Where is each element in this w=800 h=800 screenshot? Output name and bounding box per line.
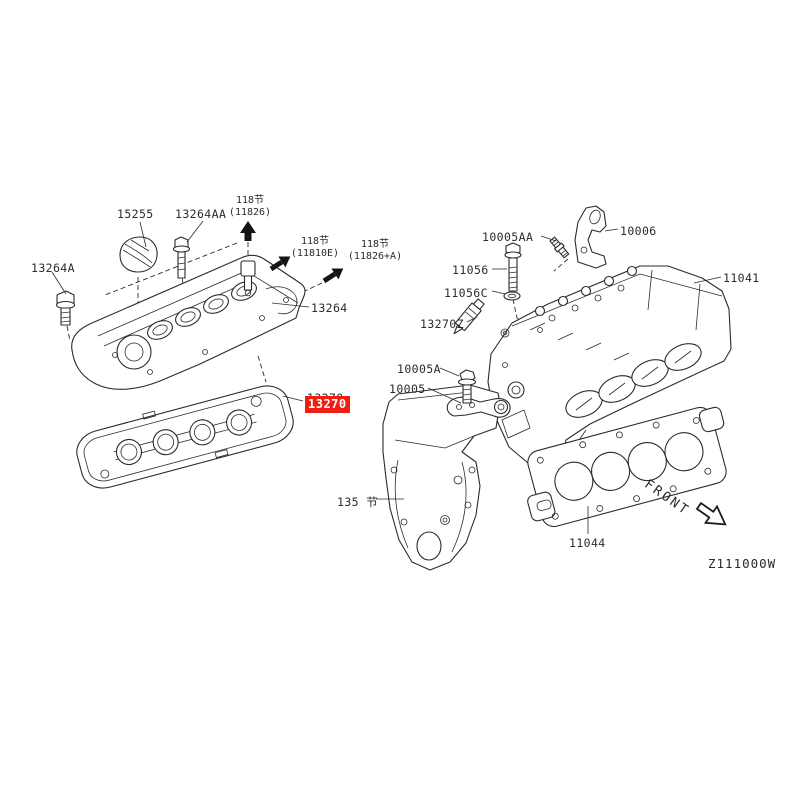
label-11056c[interactable]: 11056C	[444, 286, 488, 300]
label-sec-11826a[interactable]: 118节 (11826+A)	[340, 239, 410, 263]
label-13270z[interactable]: 13270Z	[420, 317, 464, 331]
valve-cover-drawing	[71, 254, 306, 390]
bolt-10005a-drawing	[457, 369, 477, 404]
section-arrow-ne2-icon	[322, 268, 344, 284]
washer-11056c-drawing	[503, 291, 521, 301]
label-13264a[interactable]: 13264A	[31, 261, 75, 275]
label-13270-highlight[interactable]: 13270	[305, 396, 350, 413]
head-gasket-drawing	[527, 406, 727, 528]
cover-bolt-aa-drawing	[172, 236, 191, 279]
sec-11826a-line2: (11826+A)	[347, 251, 403, 262]
sealant-tube-drawing	[453, 298, 510, 338]
diagram-code: Z111000W	[708, 556, 777, 571]
coil-tube-drawing	[240, 260, 256, 297]
label-13264[interactable]: 13264	[311, 301, 348, 315]
section-arrow-ne1-icon	[269, 256, 291, 272]
label-11041[interactable]: 11041	[723, 271, 760, 285]
sec-11826a-line1: 118节	[360, 239, 390, 250]
stud-10005aa-drawing	[549, 236, 570, 259]
valve-cover-gasket-drawing	[76, 385, 294, 489]
sec-11810e-line1: 118节	[300, 236, 330, 247]
label-10005aa[interactable]: 10005AA	[482, 230, 534, 244]
cylinder-head-drawing	[487, 265, 732, 471]
sec-11810e-line2: (11810E)	[290, 248, 340, 259]
oil-filler-cap-drawing	[119, 236, 158, 273]
front-arrow-icon	[695, 501, 727, 526]
label-10005a[interactable]: 10005A	[397, 362, 441, 376]
label-11056[interactable]: 11056	[452, 263, 489, 277]
cover-bolt-a-drawing	[55, 290, 76, 326]
front-cover-drawing	[382, 384, 501, 571]
label-sec-11810e[interactable]: 118节 (11810E)	[284, 236, 346, 260]
sec-11826-line1: 118节	[235, 195, 265, 206]
bracket-10006-drawing	[574, 205, 607, 269]
label-11044[interactable]: 11044	[569, 536, 606, 550]
label-10005[interactable]: 10005	[389, 382, 426, 396]
label-sec-135[interactable]: 135 节	[337, 495, 379, 509]
section-arrow-up-icon	[240, 221, 256, 241]
label-15255[interactable]: 15255	[117, 207, 154, 221]
bolt-11056-drawing	[504, 242, 522, 292]
sec-11826-line2: (11826)	[228, 207, 272, 218]
label-sec-11826[interactable]: 118节 (11826)	[222, 195, 278, 219]
leader-lines	[51, 220, 722, 534]
label-13264aa[interactable]: 13264AA	[175, 207, 227, 221]
label-10006[interactable]: 10006	[620, 224, 657, 238]
